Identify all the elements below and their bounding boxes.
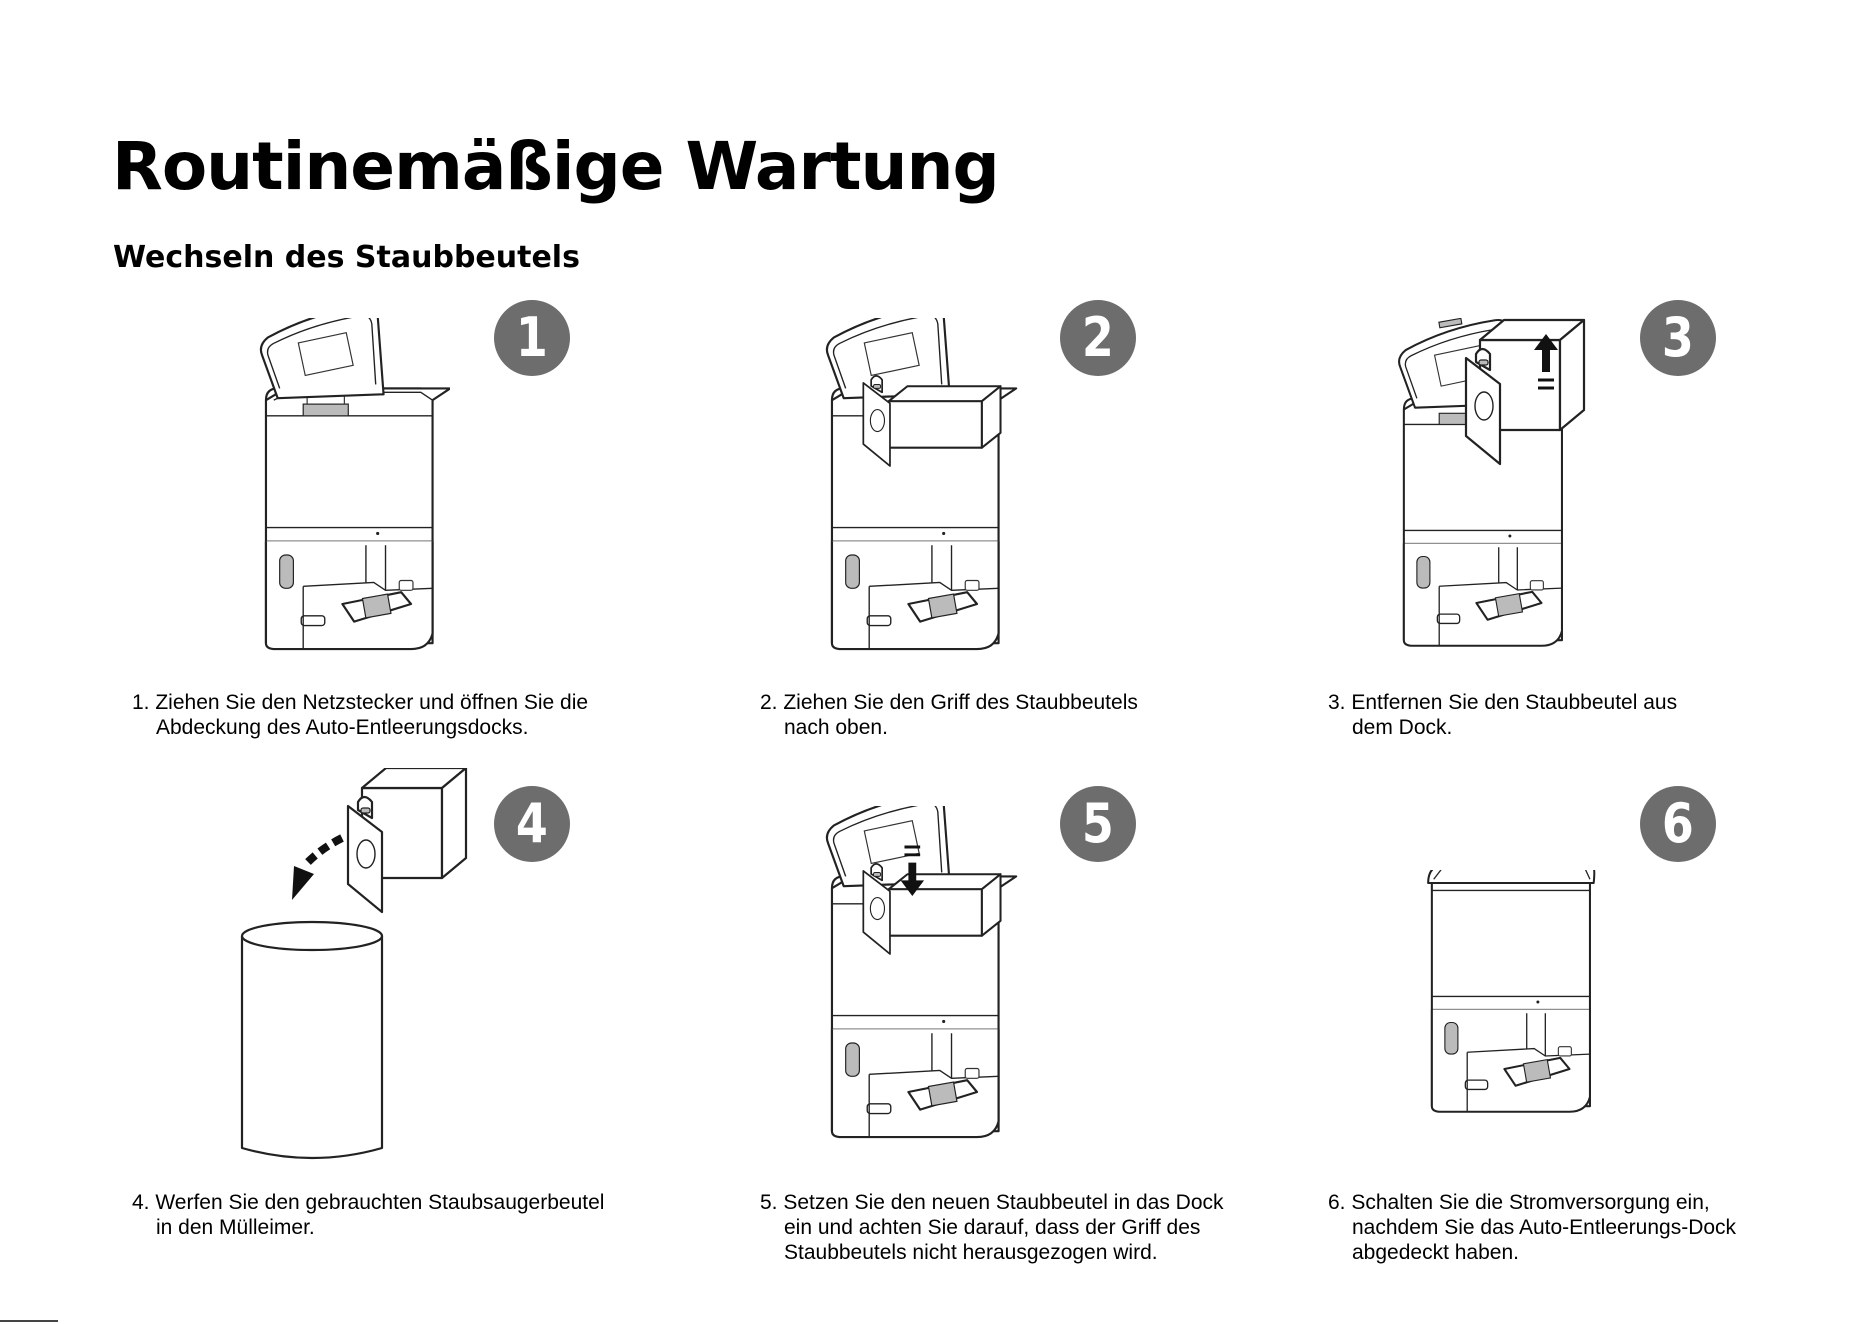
footer-rule [0, 1320, 58, 1322]
step-5-illustration [812, 791, 1022, 1146]
step-4-badge: 4 [494, 786, 570, 862]
section-title: Wechseln des Staubbeutels [113, 240, 580, 275]
step-2-illustration [812, 303, 1022, 658]
step-3-illustration [1390, 317, 1610, 658]
step-1-illustration [250, 303, 452, 658]
step-1-badge: 1 [494, 300, 570, 376]
step-5-badge: 5 [1060, 786, 1136, 862]
trash-can [240, 920, 384, 1160]
step-1-caption: 1. Ziehen Sie den Netzstecker und öffnen… [132, 691, 589, 739]
step-2-caption: 2. Ziehen Sie den Griff des Staubbeutels… [760, 691, 1138, 739]
step-4-caption: 4. Werfen Sie den gebrauchten Staubsauge… [132, 1191, 605, 1239]
step-2-badge: 2 [1060, 300, 1136, 376]
step-3-caption: 3. Entfernen Sie den Staubbeutel aus dem… [1328, 691, 1678, 739]
page-title: Routinemäßige Wartung [112, 128, 1000, 205]
insert-arrow-icon [900, 845, 925, 896]
step-4-illustration [230, 766, 490, 1168]
step-3-badge: 3 [1640, 300, 1716, 376]
step-6-caption: 6. Schalten Sie die Stromversorgung ein,… [1328, 1191, 1737, 1264]
step-6-badge: 6 [1640, 786, 1716, 862]
step-6-illustration [1420, 844, 1620, 1120]
step-5-caption: 5. Setzen Sie den neuen Staubbeutel in d… [760, 1191, 1224, 1264]
drop-arrow-icon [292, 834, 344, 900]
